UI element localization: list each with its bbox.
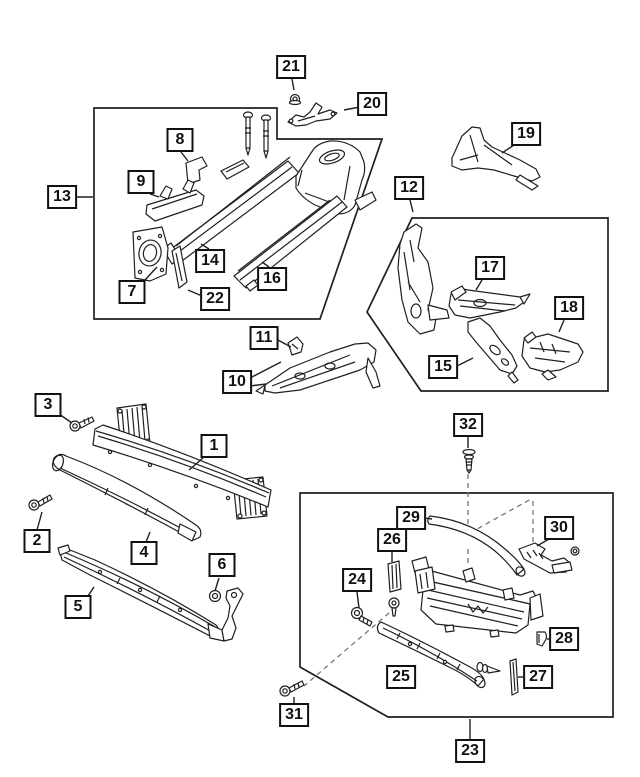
leader-line-6	[214, 577, 220, 592]
leader-line-18	[558, 319, 565, 333]
group-enclosures	[93, 107, 614, 718]
grille-shutter-assembly-art	[415, 567, 543, 637]
callout-8[interactable]: 8	[166, 128, 194, 152]
grille-shutter-group-box	[299, 492, 614, 718]
deflector-strip-29-art	[428, 516, 527, 578]
leader-line-21	[291, 78, 295, 91]
leader-line-10	[249, 361, 282, 379]
bracket-18-art	[522, 332, 583, 380]
callout-30[interactable]: 30	[544, 516, 574, 540]
apron-panel-10-art	[256, 343, 380, 394]
bolt-2-art	[29, 495, 52, 510]
seal-strip-27-art	[510, 659, 518, 695]
fender-apron-group-box	[366, 217, 609, 392]
callout-20[interactable]: 20	[357, 92, 387, 116]
leader-line-9	[149, 193, 160, 198]
stud-bolt-icon	[244, 112, 253, 155]
callout-12[interactable]: 12	[394, 176, 424, 200]
callout-22[interactable]: 22	[200, 287, 230, 311]
leader-line-12	[409, 199, 414, 213]
leader-line-1	[188, 457, 204, 471]
callout-26[interactable]: 26	[377, 528, 407, 552]
bumper-reinforcement-1-art	[93, 404, 271, 519]
leader-line-16	[261, 261, 270, 268]
callout-32[interactable]: 32	[453, 413, 483, 437]
valance-panel-5-art	[58, 545, 224, 641]
grommet-bracket-6-art	[210, 588, 244, 641]
leader-line-24	[356, 591, 360, 609]
callout-24[interactable]: 24	[342, 568, 372, 592]
leader-line-2	[36, 511, 43, 531]
bracket-30-art	[519, 543, 579, 573]
callout-28[interactable]: 28	[549, 627, 579, 651]
callout-1[interactable]: 1	[200, 434, 228, 458]
callout-29[interactable]: 29	[396, 506, 426, 530]
mount-plate-7-art	[133, 227, 168, 281]
callout-7[interactable]: 7	[118, 280, 146, 304]
callout-14[interactable]: 14	[195, 249, 225, 273]
lower-rail-16-art	[234, 196, 347, 291]
callout-25[interactable]: 25	[386, 665, 416, 689]
stud-bolt-icon	[262, 115, 271, 158]
callout-10[interactable]: 10	[222, 370, 252, 394]
push-pin-32-art	[463, 450, 475, 474]
screw-24-art	[352, 608, 373, 627]
callout-16[interactable]: 16	[257, 267, 287, 291]
bracket-17-art	[449, 286, 530, 318]
leader-line-5	[87, 586, 95, 597]
lower-beam-4-art	[51, 454, 201, 541]
leader-line-14	[200, 243, 210, 250]
callout-18[interactable]: 18	[554, 296, 584, 320]
bracket-20-art	[288, 103, 337, 126]
frame-rail-group-box	[93, 107, 384, 320]
callout-13[interactable]: 13	[47, 185, 77, 209]
leader-line-22	[187, 289, 203, 297]
bracket-19-art	[452, 127, 540, 190]
callout-6[interactable]: 6	[208, 553, 236, 577]
callout-9[interactable]: 9	[127, 170, 155, 194]
callout-5[interactable]: 5	[64, 595, 92, 619]
baffle-22-art	[172, 246, 187, 288]
leader-line-4	[145, 531, 151, 543]
callout-15[interactable]: 15	[428, 355, 458, 379]
bracket-9-art	[146, 180, 204, 221]
leader-line-15	[454, 357, 474, 368]
leader-line-30	[536, 538, 550, 547]
callout-4[interactable]: 4	[130, 541, 158, 565]
callout-3[interactable]: 3	[34, 393, 62, 417]
member-15-art	[468, 318, 518, 383]
leader-line-10	[249, 383, 267, 387]
nut-21-art	[290, 95, 301, 105]
leader-line-8	[180, 151, 189, 162]
callout-19[interactable]: 19	[511, 122, 541, 146]
fender-apron-group-art	[398, 224, 583, 383]
lower-closeout-25-art	[377, 622, 487, 689]
callout-2[interactable]: 2	[23, 529, 51, 553]
dashed-link	[303, 606, 397, 687]
callout-31[interactable]: 31	[279, 703, 309, 727]
clip-26-art	[388, 561, 401, 616]
callout-23[interactable]: 23	[455, 739, 485, 763]
callout-11[interactable]: 11	[249, 326, 279, 350]
leader-line-17	[475, 279, 483, 291]
callout-21[interactable]: 21	[276, 55, 306, 79]
frame-rail-assembly-art	[133, 112, 376, 291]
push-pin-27-fastener-art	[477, 663, 500, 674]
leader-line-11	[275, 338, 292, 348]
bolt-3-art	[70, 417, 94, 431]
callout-27[interactable]: 27	[523, 665, 553, 689]
clip-28-art	[537, 632, 547, 646]
leader-line-7	[143, 266, 158, 282]
bolt-31-art	[280, 681, 304, 696]
callout-17[interactable]: 17	[475, 256, 505, 280]
assembly-dashed-links	[303, 474, 534, 687]
leader-line-19	[501, 144, 515, 154]
dashed-link	[469, 498, 532, 534]
bracket-11-art	[288, 337, 303, 355]
callout-leader-lines	[36, 78, 565, 739]
